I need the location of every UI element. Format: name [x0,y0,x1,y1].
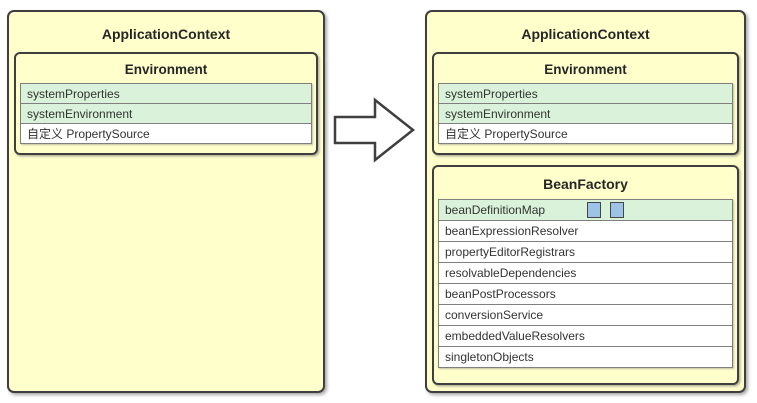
transform-arrow-icon [333,97,417,163]
environment-box: Environment systemProperties systemEnvir… [14,52,318,155]
application-context-panel-left: ApplicationContext Environment systemPro… [7,10,325,393]
env-row-custom-property-source: 自定义 PropertySource [438,123,733,144]
bf-row-embedded-value-resolvers: embeddedValueResolvers [438,325,733,347]
env-row-system-environment: systemEnvironment [20,103,312,124]
environment-title: Environment [544,62,627,77]
environment-rows: systemProperties systemEnvironment 自定义 P… [20,83,312,144]
bean-badge-icon [610,202,624,218]
bean-factory-title: BeanFactory [543,176,628,192]
bf-row-bean-expression-resolver: beanExpressionResolver [438,220,733,242]
env-row-custom-property-source: 自定义 PropertySource [20,123,312,144]
bean-badge-icon [587,202,601,218]
env-row-system-properties: systemProperties [20,83,312,104]
bf-row-resolvable-dependencies: resolvableDependencies [438,262,733,284]
bf-row-bean-definition-map: beanDefinitionMap [438,199,733,221]
env-row-system-environment: systemEnvironment [438,103,733,124]
bf-row-conversion-service: conversionService [438,304,733,326]
bf-row-label: beanDefinitionMap [445,203,546,217]
bean-factory-rows: beanDefinitionMap beanExpressionResolver… [438,199,733,368]
bf-row-singleton-objects: singletonObjects [438,346,733,368]
panel-title: ApplicationContext [101,26,231,42]
environment-title: Environment [124,62,208,77]
environment-rows: systemProperties systemEnvironment 自定义 P… [438,83,733,144]
env-row-system-properties: systemProperties [438,83,733,104]
application-context-panel-right: ApplicationContext Environment systemPro… [425,10,746,393]
bf-row-bean-post-processors: beanPostProcessors [438,283,733,305]
panel-title: ApplicationContext [521,26,650,42]
bf-row-property-editor-registrars: propertyEditorRegistrars [438,241,733,263]
environment-box: Environment systemProperties systemEnvir… [432,52,739,155]
bean-factory-box: BeanFactory beanDefinitionMap beanExpres… [432,165,739,385]
